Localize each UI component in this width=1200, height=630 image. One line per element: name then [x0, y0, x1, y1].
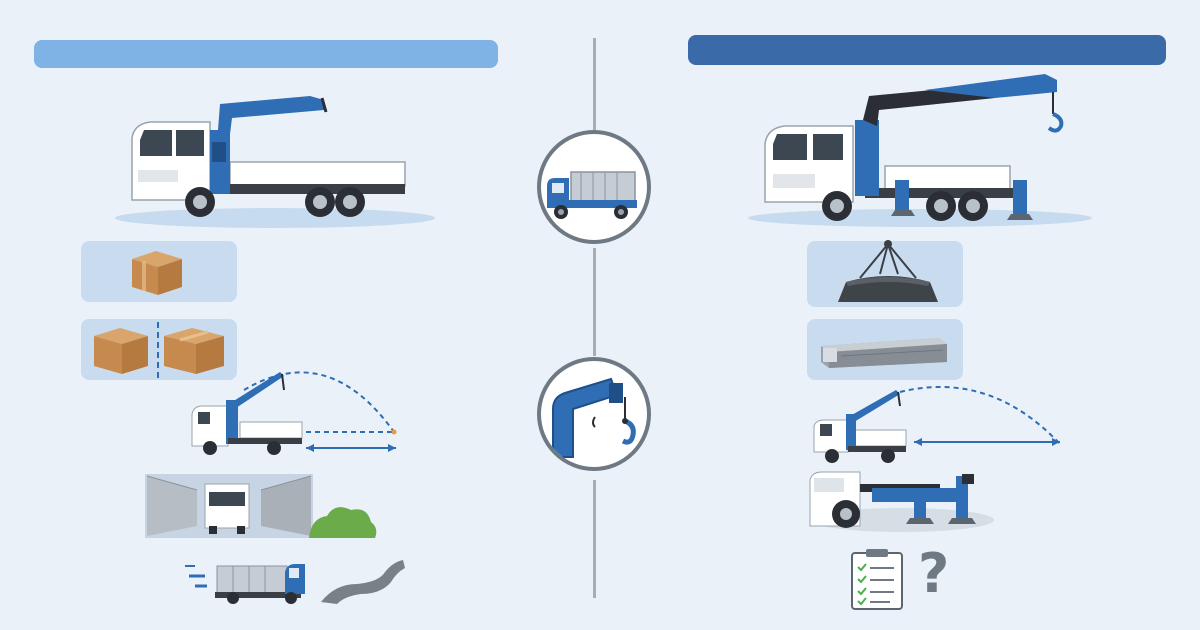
cardboard-box-icon	[132, 251, 182, 295]
long-beam-icon	[821, 338, 947, 368]
road-speed-icon	[185, 560, 405, 604]
narrow-alley-icon	[145, 474, 377, 538]
long-reach-icon	[813, 385, 1061, 463]
small-crane-truck-icon	[115, 96, 435, 228]
outrigger-icon	[809, 471, 994, 532]
center-divider	[593, 480, 596, 598]
right-header-bar	[688, 35, 1166, 65]
separator-line	[157, 322, 159, 378]
center-divider	[593, 38, 596, 130]
heavy-slab-icon	[838, 240, 938, 302]
flatbed-truck-icon	[537, 130, 651, 244]
two-boxes-icon	[94, 328, 224, 374]
center-divider	[593, 248, 596, 356]
checklist-icon	[851, 549, 903, 610]
left-header-bar	[34, 40, 498, 68]
large-crane-truck-icon	[748, 74, 1092, 227]
crane-hook-icon	[537, 357, 651, 471]
question-mark: ?	[918, 542, 950, 605]
crane-reach-icon	[191, 371, 397, 455]
